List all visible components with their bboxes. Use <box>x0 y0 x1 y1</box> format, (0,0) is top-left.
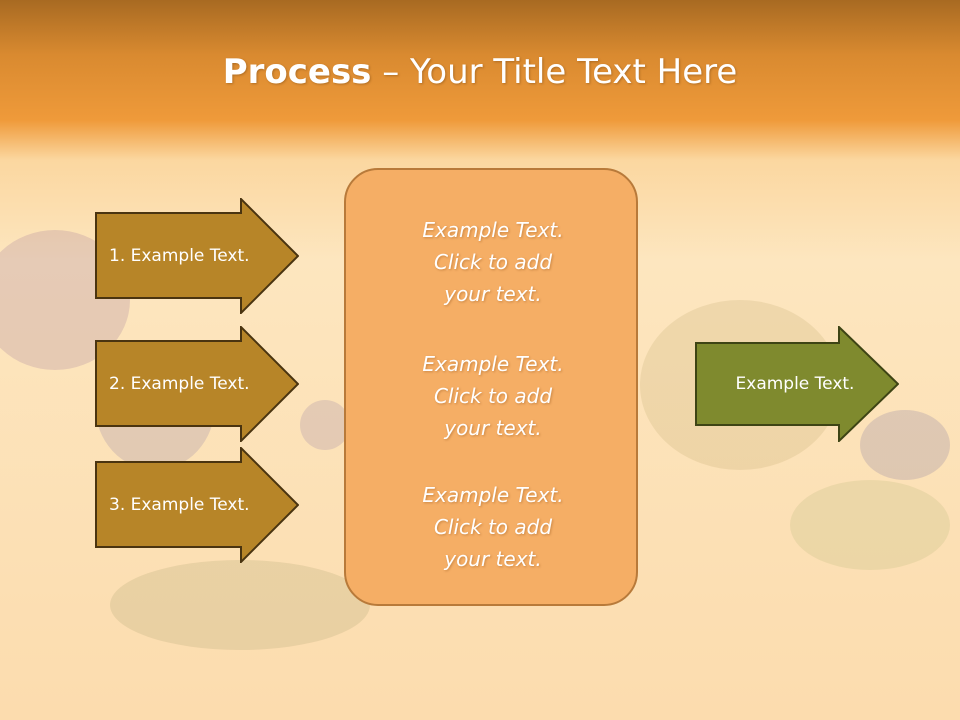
right-arrow-icon <box>95 447 299 563</box>
text-line: Example Text. <box>422 218 564 242</box>
step-arrow-label: 1. Example Text. <box>109 246 250 266</box>
text-line: your text. <box>444 416 542 440</box>
right-arrow-icon <box>95 326 299 442</box>
right-arrow-icon <box>95 198 299 314</box>
text-line: Example Text. <box>422 483 564 507</box>
background-decoration <box>860 410 950 480</box>
center-text-box[interactable]: Example Text. Click to add your text. Ex… <box>344 168 638 606</box>
center-text-block-3: Example Text. Click to add your text. <box>346 479 640 575</box>
text-line: Click to add <box>433 384 553 408</box>
step-arrow-3[interactable]: 3. Example Text. <box>95 447 299 563</box>
text-line: Click to add <box>433 250 553 274</box>
step-arrow-label: 3. Example Text. <box>109 495 250 515</box>
background-decoration <box>300 400 350 450</box>
step-arrow-2[interactable]: 2. Example Text. <box>95 326 299 442</box>
text-line: Click to add <box>433 515 553 539</box>
result-arrow[interactable]: Example Text. <box>695 326 899 442</box>
text-line: your text. <box>444 282 542 306</box>
text-line: your text. <box>444 547 542 571</box>
result-arrow-label: Example Text. <box>735 374 855 394</box>
title-rest: – Your Title Text Here <box>371 52 738 92</box>
center-text-block-2: Example Text. Click to add your text. <box>346 348 640 444</box>
step-arrow-1[interactable]: 1. Example Text. <box>95 198 299 314</box>
text-line: Example Text. <box>422 352 564 376</box>
slide-title: Process – Your Title Text Here <box>0 52 960 92</box>
background-decoration <box>110 560 370 650</box>
center-text-block-1: Example Text. Click to add your text. <box>346 214 640 310</box>
right-arrow-icon <box>695 326 899 442</box>
background-decoration <box>790 480 950 570</box>
step-arrow-label: 2. Example Text. <box>109 374 250 394</box>
title-bold: Process <box>222 52 372 92</box>
